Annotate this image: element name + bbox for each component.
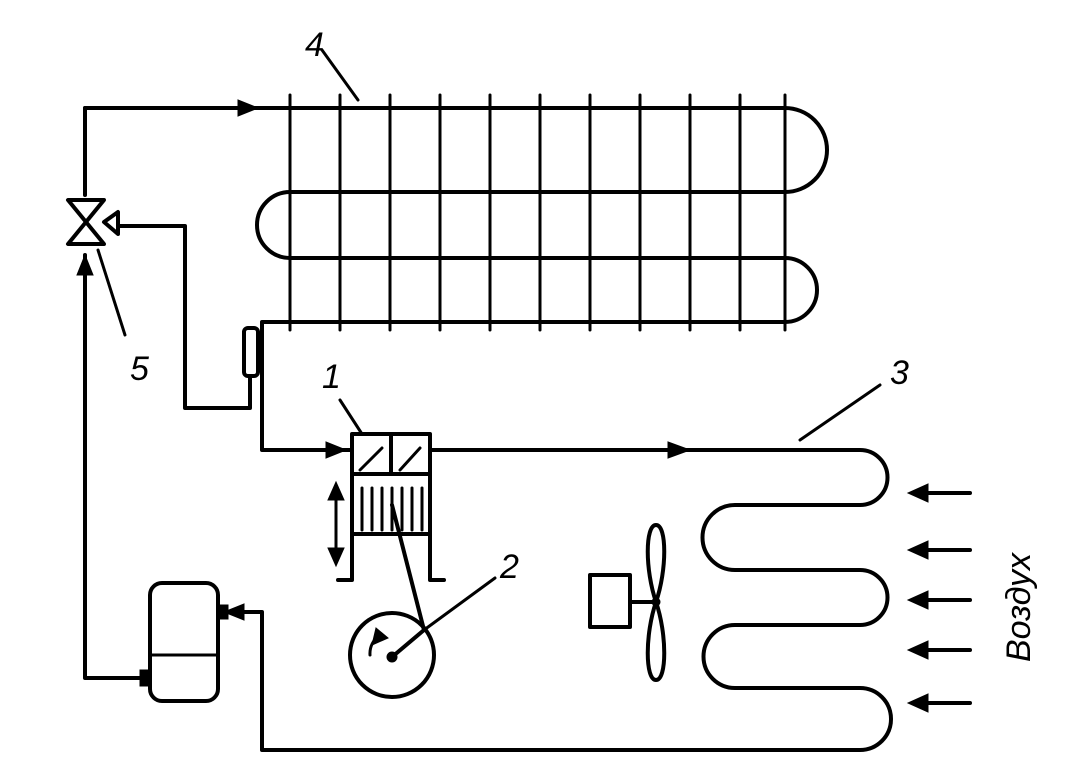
leader-compressor bbox=[338, 398, 364, 436]
rotation-arrow bbox=[371, 627, 389, 646]
condenser-coil bbox=[83, 48, 829, 347]
label-air: Воздух bbox=[1000, 552, 1038, 662]
flow-arrow-return bbox=[222, 603, 245, 621]
label-compressor: 1 bbox=[322, 358, 341, 396]
label-valve: 5 bbox=[130, 350, 149, 388]
evaporator-coil bbox=[222, 383, 893, 752]
compressor bbox=[327, 398, 446, 582]
label-crank: 2 bbox=[500, 548, 519, 586]
piston-arrow-up bbox=[327, 480, 345, 501]
fan-motor bbox=[588, 573, 632, 629]
condenser-fins bbox=[288, 93, 787, 332]
flow-arrow-evaporator bbox=[667, 441, 692, 459]
leader-valve bbox=[96, 248, 127, 337]
leader-evaporator bbox=[798, 383, 882, 442]
sensing-bulb bbox=[242, 326, 260, 378]
expansion-valve bbox=[66, 198, 260, 410]
flow-arrow-liquid bbox=[76, 253, 94, 276]
flow-arrow-suction bbox=[325, 441, 348, 459]
crank-wheel bbox=[348, 503, 497, 699]
air-arrows bbox=[906, 483, 972, 713]
label-evaporator: 3 bbox=[890, 354, 909, 392]
receiver-tank bbox=[76, 253, 229, 703]
label-condenser: 4 bbox=[305, 26, 324, 64]
fan bbox=[588, 523, 667, 682]
suction-line bbox=[260, 343, 354, 452]
leader-crank bbox=[422, 576, 497, 632]
leader-condenser bbox=[320, 48, 360, 102]
flow-arrow-condenser bbox=[237, 99, 260, 117]
piston-arrow-down bbox=[327, 547, 345, 568]
